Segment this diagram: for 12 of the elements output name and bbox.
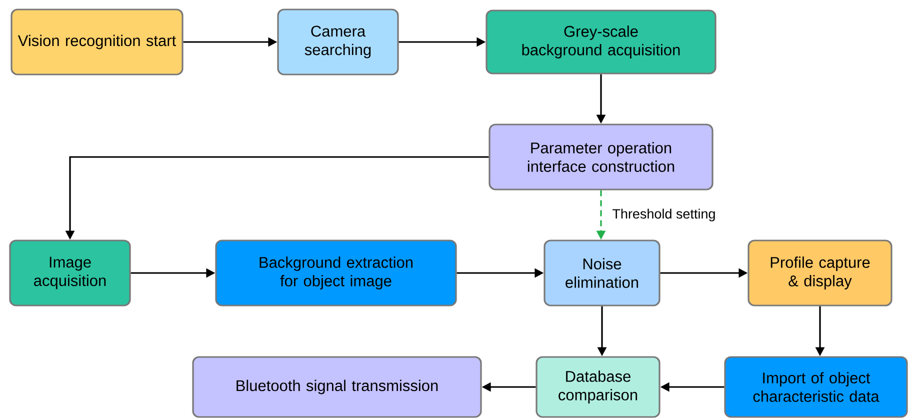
process-box: Image acquisition bbox=[9, 240, 131, 306]
process-box: Database comparison bbox=[536, 356, 660, 418]
process-box: Background extraction for object image bbox=[215, 240, 457, 306]
edge-label: Threshold setting bbox=[611, 208, 717, 222]
process-box: Vision recognition start bbox=[10, 8, 184, 76]
process-box: Camera searching bbox=[277, 8, 399, 76]
process-box: Noise elimination bbox=[544, 240, 660, 306]
process-box: Grey-scale background acquisition bbox=[486, 10, 716, 74]
process-box: Import of object characteristic data bbox=[724, 356, 908, 418]
process-box: Parameter operation interface construction bbox=[488, 124, 714, 190]
process-box: Profile capture & display bbox=[748, 240, 892, 306]
process-box: Bluetooth signal transmission bbox=[192, 356, 482, 418]
